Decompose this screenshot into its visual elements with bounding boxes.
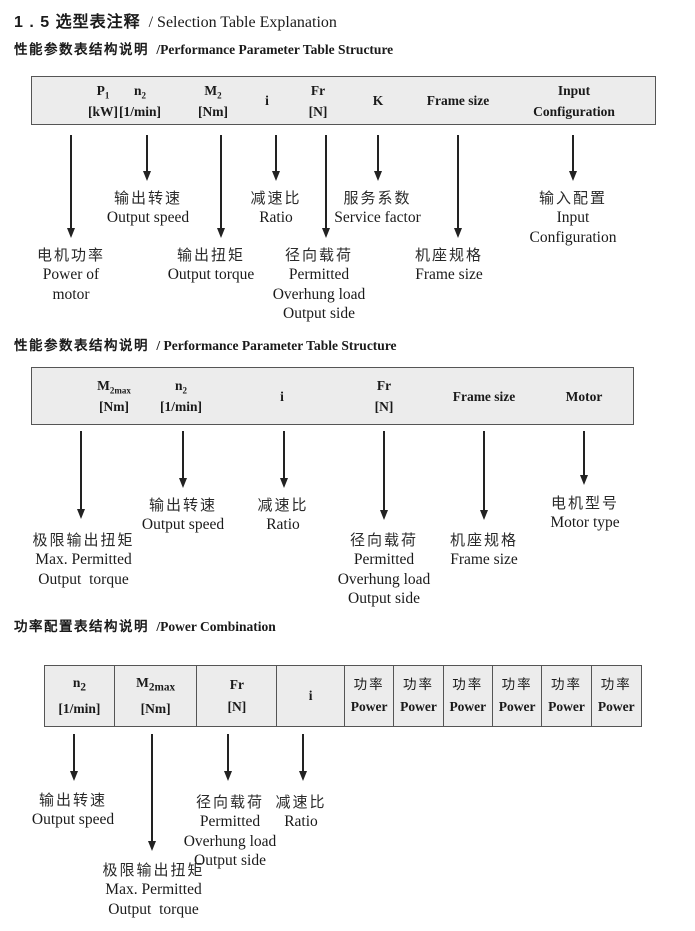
label-max-torque: 极限输出扭矩 Max. Permitted Output torque [102,862,205,918]
col-n2: n2 [1/min] [119,82,161,119]
label-service-factor: 服务系数 Service factor [334,190,421,226]
col-fr: Fr [N] [374,378,394,414]
arrow-i [283,431,285,479]
arrow-fr [383,431,385,511]
label-motor-power: 电机功率 Power of motor [36,247,105,303]
label-frame-size: 机座规格 Frame size [414,247,483,283]
arrow-frame-size [483,431,485,511]
label-motor-type: 电机型号 Motor type [550,495,620,531]
col-m2max: M2max [Nm] [97,378,131,414]
table-performance-2: M2max [Nm] n2 [1/min] i Fr [N] Frame siz… [31,367,634,425]
col-m2max: M2max [Nm] [115,666,198,726]
col-i: i [265,93,269,108]
arrow-n2 [73,734,75,772]
label-overhung-load: 径向载荷 Permitted Overhung load Output side [337,532,431,607]
col-power-1: 功率 Power [345,666,395,726]
arrow-m2 [220,135,222,229]
col-i: i [280,388,284,404]
arrow-input-configuration [572,135,574,172]
arrow-p1 [70,135,72,229]
col-k: K [372,93,384,108]
section1-heading: 性能参数表结构说明 /Performance Parameter Table S… [14,42,394,57]
page-title-en: / Selection Table Explanation [148,14,337,31]
col-input-configuration: Input Configuration [533,82,615,119]
col-power-4: 功率 Power [493,666,543,726]
arrow-motor [583,431,585,476]
col-frame-size: Frame size [452,388,516,404]
table-power-combination: n2 [1/min] M2max [Nm] Fr [N] i 功率 Power … [44,665,642,727]
col-i: i [277,666,345,726]
col-n2: n2 [1/min] [45,666,115,726]
label-max-torque: 极限输出扭矩 Max. Permitted Output torque [32,532,135,588]
label-output-torque: 输出扭矩 Output torque [167,247,255,283]
arrow-n2 [182,431,184,479]
col-n2: n2 [1/min] [160,378,202,414]
col-fr: Fr [N] [308,82,328,119]
table-performance-1: P1 [kW] n2 [1/min] M2 [Nm] i Fr [N] K Fr… [31,76,656,125]
arrow-k [377,135,379,172]
arrow-fr [227,734,229,772]
section3-heading: 功率配置表结构说明 /Power Combination [14,619,276,634]
arrow-fr [325,135,327,229]
col-power-3: 功率 Power [444,666,493,726]
col-motor: Motor [565,388,603,404]
arrow-n2 [146,135,148,172]
col-m2: M2 [Nm] [198,82,228,119]
label-ratio: 减速比 Ratio [275,794,327,830]
section2-heading: 性能参数表结构说明 / Performance Parameter Table … [14,338,397,353]
col-fr: Fr [N] [197,666,278,726]
col-power-6: 功率 Power [597,677,635,714]
arrow-i [275,135,277,172]
label-output-speed: 输出转速 Output speed [106,190,190,226]
col-power-5: 功率 Power [542,666,592,726]
arrow-frame-size [457,135,459,229]
page-title: 1 . 5 选型表注释 / Selection Table Explanatio… [14,8,337,32]
label-input-configuration: 输入配置 Input Configuration [529,190,617,246]
arrow-m2max [151,734,153,842]
label-output-speed: 输出转速 Output speed [31,792,115,828]
page-title-cn: 1 . 5 选型表注释 [14,14,141,31]
arrow-i [302,734,304,772]
col-p1: P1 [kW] [88,82,118,119]
label-overhung-load: 径向载荷 Permitted Overhung load Output side [272,247,366,322]
col-power-2: 功率 Power [394,666,444,726]
label-ratio: 减速比 Ratio [250,190,302,226]
label-frame-size: 机座规格 Frame size [449,532,518,568]
label-ratio: 减速比 Ratio [257,497,309,533]
col-frame-size: Frame size [426,93,490,108]
label-output-speed: 输出转速 Output speed [141,497,225,533]
label-overhung-load: 径向载荷 Permitted Overhung load Output side [183,794,277,869]
arrow-m2max [80,431,82,510]
